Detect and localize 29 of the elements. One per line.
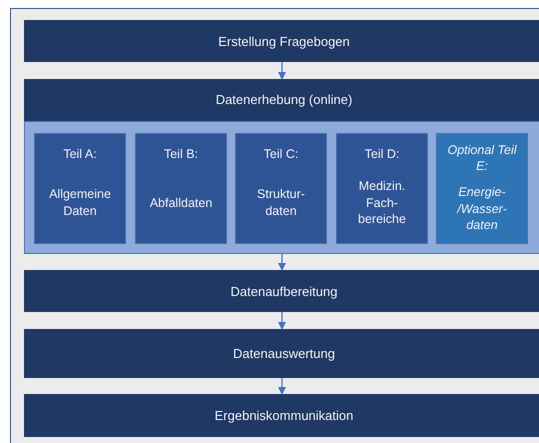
arrow <box>278 378 286 395</box>
section-label: Energie- /Wasser- daten <box>456 184 508 234</box>
arrow <box>278 62 286 80</box>
section-label: Abfalldaten <box>148 194 214 211</box>
optional-section-box <box>436 133 528 244</box>
step-label: Datenerhebung (online) <box>216 92 352 107</box>
step-label: Datenauswertung <box>233 346 335 361</box>
section-label: Struktur- daten <box>256 186 306 219</box>
section-label: Medizin. Fach- bereiche <box>357 178 407 227</box>
arrow <box>278 254 286 271</box>
section-box <box>235 133 327 244</box>
process-box <box>24 329 539 378</box>
section-box <box>135 133 227 244</box>
section-title: Teil B: <box>162 146 200 162</box>
section-box <box>336 133 428 244</box>
section-title: Teil C: <box>262 146 300 162</box>
step-label: Datenaufbereitung <box>230 284 338 298</box>
process-box <box>24 20 539 62</box>
process-box <box>24 394 539 437</box>
arrow <box>278 312 286 330</box>
step-label: Erstellung Fragebogen <box>218 34 350 48</box>
step-label: Ergebniskommunikation <box>214 408 354 423</box>
process-box <box>24 270 539 312</box>
section-box <box>34 133 126 244</box>
section-title: Teil A: <box>62 146 98 162</box>
section-label: Allgemeine Daten <box>48 186 112 219</box>
process-group-box <box>24 79 539 254</box>
section-title: Optional Teil E: <box>447 142 517 174</box>
section-title: Teil D: <box>364 146 400 162</box>
